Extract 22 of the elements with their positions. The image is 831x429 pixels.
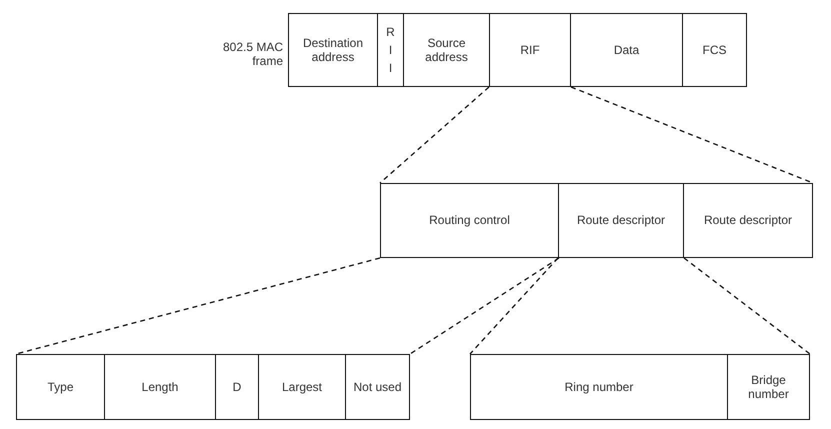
field-box: R I I — [377, 13, 404, 87]
field-box: Route descriptor — [558, 183, 684, 258]
expansion-line — [684, 257, 810, 355]
expansion-line — [410, 257, 560, 355]
field-box: Destination address — [288, 13, 378, 87]
expansion-line — [380, 86, 490, 184]
field-box: Not used — [345, 354, 410, 420]
expansion-line — [16, 257, 380, 355]
frame-label: 802.5 MAC frame — [222, 40, 283, 69]
field-box: Largest — [258, 354, 346, 420]
field-box: Source address — [403, 13, 490, 87]
field-box: RIF — [489, 13, 571, 87]
expansion-line — [470, 258, 558, 354]
field-box: Bridge number — [727, 354, 810, 420]
field-box: Length — [104, 354, 216, 420]
field-box: FCS — [682, 13, 747, 87]
field-box: Routing control — [380, 183, 559, 258]
field-box: Ring number — [470, 354, 728, 420]
field-box: Data — [570, 13, 683, 87]
field-box: D — [215, 354, 259, 420]
field-box: Type — [16, 354, 105, 420]
field-box: Route descriptor — [683, 183, 813, 258]
